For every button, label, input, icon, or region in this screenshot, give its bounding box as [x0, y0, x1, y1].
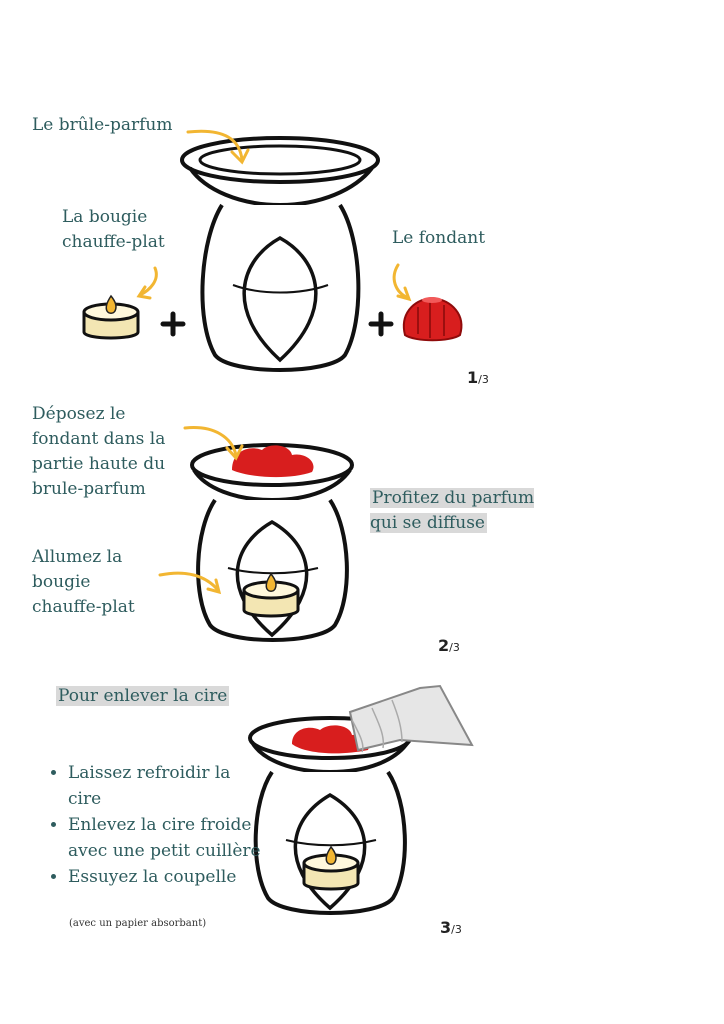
list-item: Essuyez la coupelle — [68, 864, 268, 890]
burner-1 — [180, 136, 380, 372]
plus-icon-right — [368, 311, 394, 337]
arrow-icon — [136, 129, 412, 302]
step-total: /3 — [449, 641, 460, 654]
tealight-candle-1 — [82, 295, 140, 340]
tealight-candle-2 — [242, 573, 300, 618]
arrow-icon — [158, 426, 244, 595]
step-indicator-2: 2/3 — [438, 636, 460, 655]
step-indicator-3: 3/3 — [440, 918, 462, 937]
label-enjoy: Profitez du parfum qui se diffuse — [370, 486, 535, 536]
step-number: 1 — [467, 368, 479, 387]
label-candle: La bougie chauffe-plat — [62, 207, 165, 252]
step-total: /3 — [478, 373, 489, 386]
label-wax: Le fondant — [392, 228, 486, 248]
wax-melt-1 — [402, 296, 463, 342]
spoon-icon — [348, 684, 474, 753]
tealight-candle-3 — [302, 846, 360, 891]
step-indicator-1: 1/3 — [467, 368, 489, 387]
plus-icon-left — [160, 311, 186, 337]
label-light: Allumez la bougie chauffe-plat — [32, 547, 135, 617]
list-item: Enlevez la cire froide avec une petit cu… — [68, 812, 268, 864]
label-enjoy-text: Profitez du parfum qui se diffuse — [370, 488, 535, 533]
step-number: 3 — [440, 918, 452, 937]
instruction-list: Laissez refroidir la cire Enlevez la cir… — [48, 760, 268, 890]
label-deposit: Déposez le fondant dans la partie haute … — [32, 404, 166, 499]
note-text: (avec un papier absorbant) — [69, 918, 207, 929]
step-number: 2 — [438, 636, 450, 655]
panel3-title: Pour enlever la cire — [56, 684, 230, 709]
list-item: Laissez refroidir la cire — [68, 760, 268, 812]
panel3-title-text: Pour enlever la cire — [56, 686, 230, 706]
label-burner: Le brûle-parfum — [32, 115, 173, 135]
step-total: /3 — [451, 923, 462, 936]
